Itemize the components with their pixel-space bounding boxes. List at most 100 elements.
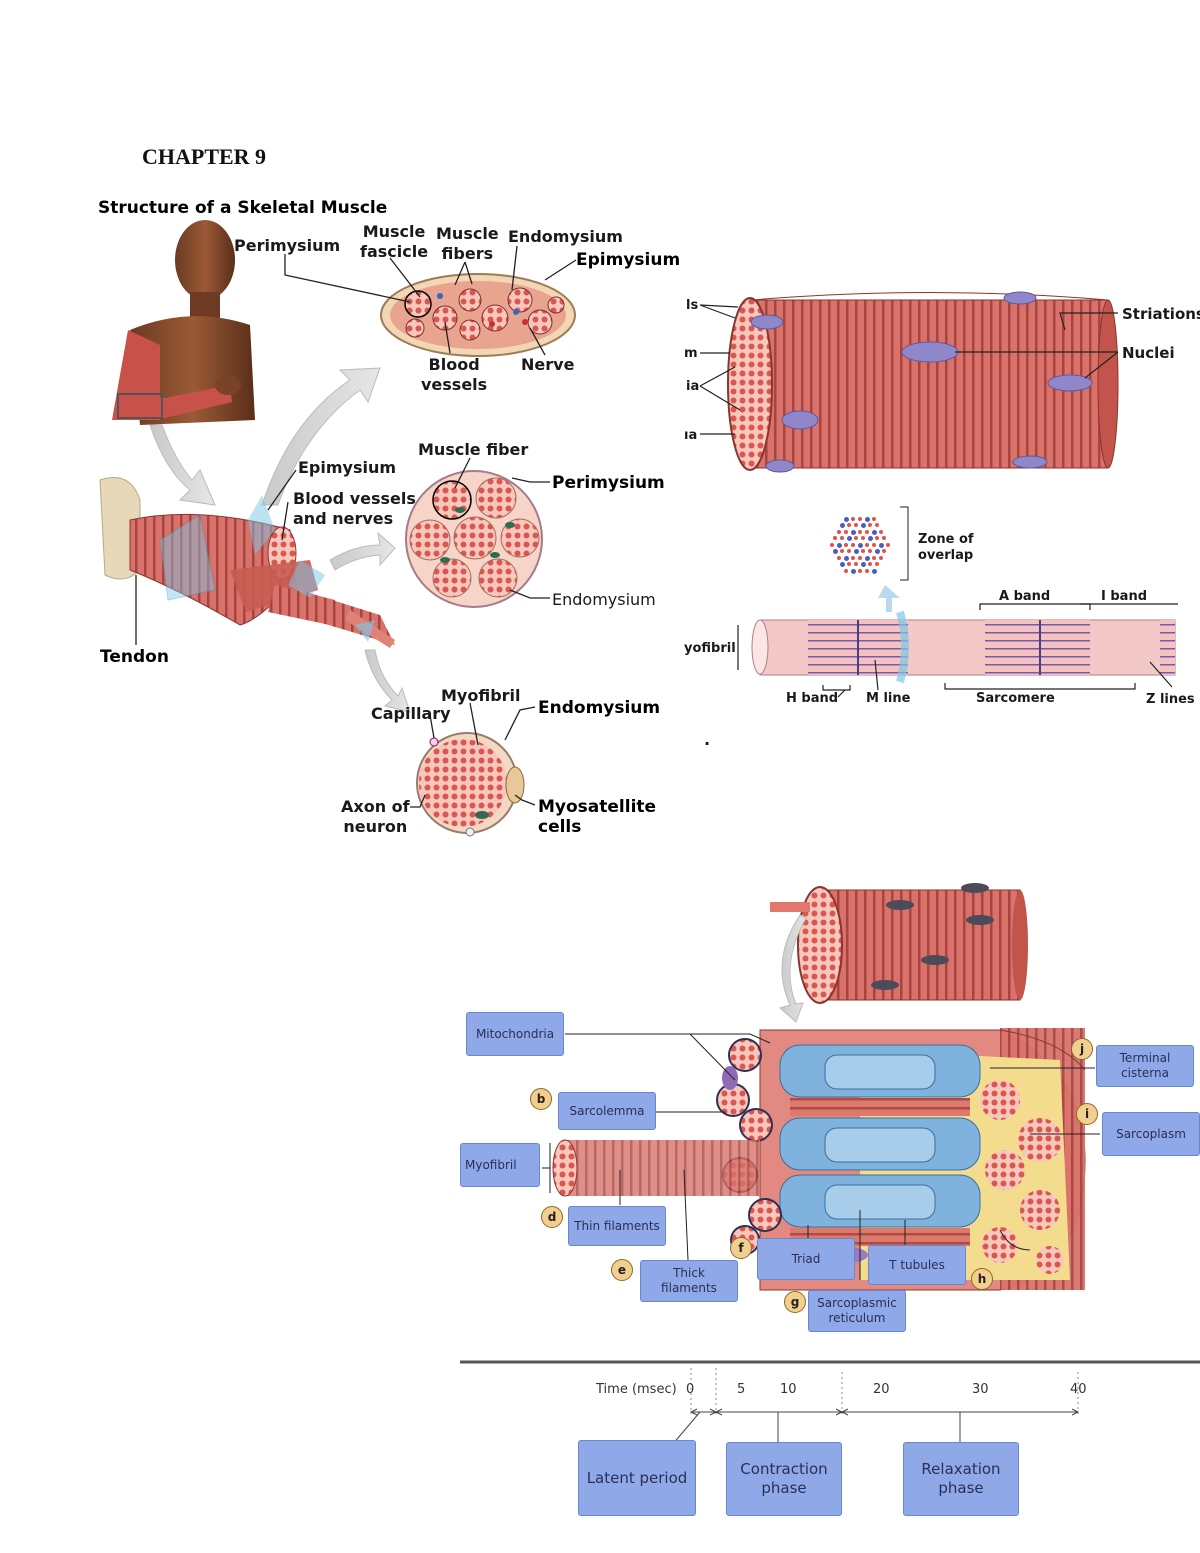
overlap-dot bbox=[885, 542, 890, 547]
human-figure bbox=[112, 220, 255, 425]
overlap-dot bbox=[882, 536, 887, 541]
overlap-dot bbox=[871, 516, 876, 521]
muscle-fiber-cylinder bbox=[727, 291, 1119, 473]
label-cut-2: m bbox=[684, 346, 698, 361]
myofibril-band bbox=[751, 610, 1176, 684]
marker-j: j bbox=[1071, 1038, 1093, 1060]
overlap-dot bbox=[840, 536, 845, 541]
marker-b: b bbox=[530, 1088, 552, 1110]
label-striations: Striations bbox=[1122, 305, 1200, 323]
fascicle-cross-section bbox=[380, 273, 576, 357]
overlap-dot bbox=[871, 568, 877, 574]
box-thick-filaments: Thick filaments bbox=[640, 1260, 738, 1302]
overlap-dot bbox=[847, 562, 852, 567]
label-blood-vessels-nerves: Blood vessels and nerves bbox=[293, 489, 416, 528]
label-m-line: M line bbox=[866, 691, 911, 706]
overlap-dot bbox=[854, 549, 860, 555]
overlap-dot bbox=[861, 549, 866, 554]
label-i-band: I band bbox=[1101, 589, 1148, 604]
overlap-dot bbox=[854, 562, 859, 567]
label-myofibril-partial: yofibril bbox=[684, 641, 736, 656]
tick-0: 0 bbox=[686, 1382, 695, 1397]
label-cut-4: ıa bbox=[684, 428, 698, 443]
overlap-dot bbox=[864, 516, 870, 522]
timeline-axis bbox=[460, 1360, 1200, 1446]
marker-g: g bbox=[784, 1291, 806, 1313]
overlap-dot bbox=[836, 542, 842, 548]
label-a-band: A band bbox=[999, 589, 1051, 604]
label-perimysium-mid: Perimysium bbox=[552, 473, 665, 493]
label-tendon: Tendon bbox=[100, 647, 169, 667]
label-capillary: Capillary bbox=[371, 704, 451, 723]
box-latent-period: Latent period bbox=[578, 1440, 696, 1516]
box-sarcoplasmic-reticulum: Sarcoplasmic reticulum bbox=[808, 1290, 906, 1332]
overlap-dot bbox=[840, 549, 845, 554]
overlap-dot bbox=[836, 529, 841, 534]
overlap-dot bbox=[875, 536, 880, 541]
overlap-dot bbox=[864, 555, 870, 561]
leader-lines-fiber bbox=[699, 304, 1119, 435]
label-myofibril: Myofibril bbox=[441, 686, 521, 705]
label-muscle-fiber: Muscle fiber bbox=[418, 440, 529, 459]
tick-30: 30 bbox=[972, 1382, 989, 1397]
overlap-dot bbox=[878, 542, 884, 548]
overlap-dot bbox=[857, 555, 862, 560]
box-t-tubules: T tubules bbox=[868, 1245, 966, 1285]
overlap-dot bbox=[868, 536, 874, 542]
overlap-dot bbox=[850, 555, 855, 560]
muscle-bundle bbox=[99, 477, 395, 648]
fiber-bundle-cross-section bbox=[405, 470, 543, 608]
overlap-dot bbox=[861, 523, 867, 529]
tick-40: 40 bbox=[1070, 1382, 1087, 1397]
overlap-dot bbox=[857, 542, 863, 548]
overlap-dot bbox=[840, 562, 846, 568]
label-h-band: H band bbox=[786, 691, 839, 706]
label-epimysium-mid: Epimysium bbox=[298, 458, 397, 477]
box-mitochondria: Mitochondria bbox=[466, 1012, 564, 1056]
overlap-dot bbox=[829, 542, 834, 547]
overlap-dot bbox=[864, 542, 869, 547]
label-nuclei: Nuclei bbox=[1122, 344, 1175, 362]
overlap-dot bbox=[850, 568, 856, 574]
overlap-dot bbox=[843, 516, 849, 522]
overlap-dot bbox=[875, 549, 881, 555]
chapter-title: CHAPTER 9 bbox=[142, 144, 267, 169]
top-fiber-small bbox=[770, 883, 1028, 1004]
overlap-dot bbox=[871, 555, 876, 560]
box-relaxation-phase: Relaxation phase bbox=[903, 1442, 1019, 1516]
overlap-dot bbox=[857, 568, 862, 573]
overlap-dot bbox=[868, 523, 873, 528]
marker-d: d bbox=[541, 1206, 563, 1228]
fiber-cross-section bbox=[416, 732, 525, 837]
label-cut-3: ia bbox=[686, 379, 700, 394]
overlap-dot bbox=[833, 536, 838, 541]
overlap-dot bbox=[868, 549, 873, 554]
overlap-dot bbox=[861, 536, 866, 541]
overlap-dot bbox=[843, 568, 848, 573]
box-contraction-phase: Contraction phase bbox=[726, 1442, 842, 1516]
label-endomysium-bottom: Endomysium bbox=[538, 698, 661, 718]
label-perimysium: Perimysium bbox=[234, 236, 341, 255]
marker-e: e bbox=[611, 1259, 633, 1281]
overlap-dot bbox=[854, 523, 859, 528]
box-triad: Triad bbox=[757, 1238, 855, 1280]
tick-20: 20 bbox=[873, 1382, 890, 1397]
zone-of-overlap-dots bbox=[828, 513, 892, 577]
label-myosatellite-cells: Myosatellite cells bbox=[538, 797, 657, 837]
label-sarcomere: Sarcomere bbox=[976, 691, 1055, 706]
overlap-dot bbox=[864, 568, 869, 573]
overlap-dot bbox=[875, 523, 880, 528]
myofibril-protrusion bbox=[552, 1139, 760, 1197]
time-axis-label: Time (msec) bbox=[596, 1382, 677, 1397]
label-muscle-fibers: Muscle fibers bbox=[436, 224, 499, 263]
leader-lines-skeletal bbox=[135, 245, 577, 808]
overlap-dot bbox=[878, 555, 883, 560]
label-cut-1: ls bbox=[686, 298, 699, 313]
marker-f: f bbox=[730, 1237, 752, 1259]
tick-5: 5 bbox=[737, 1382, 746, 1397]
skeletal-title: Structure of a Skeletal Muscle bbox=[98, 198, 388, 218]
overlap-dot bbox=[850, 516, 855, 521]
label-axon-of-neuron: Axon of neuron bbox=[341, 797, 410, 836]
overlap-dot bbox=[843, 555, 849, 561]
